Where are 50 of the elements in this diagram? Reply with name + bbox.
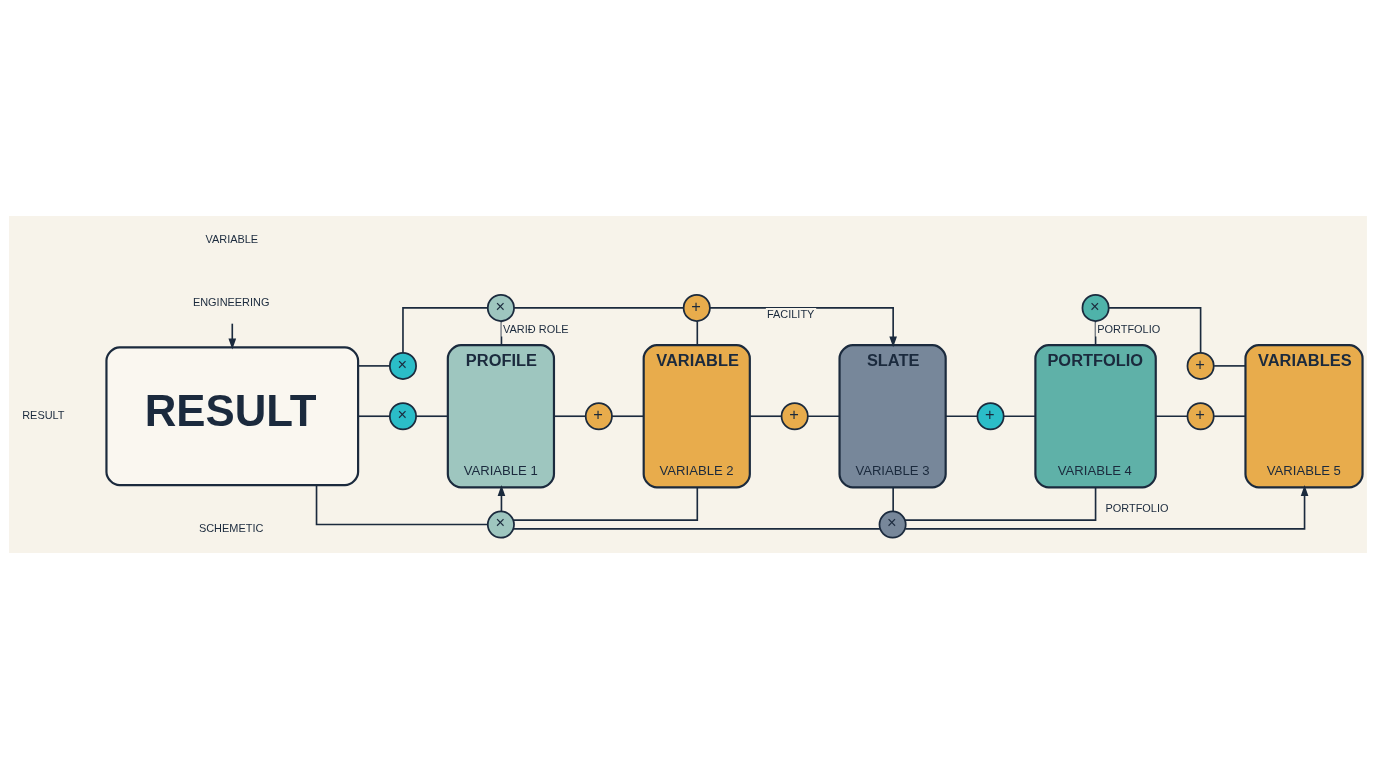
connector (402, 306, 489, 354)
connector (415, 414, 449, 417)
node-circle: + (1186, 351, 1215, 380)
connector (1213, 414, 1246, 417)
connector (1094, 319, 1097, 346)
connector (357, 414, 391, 417)
node-box: PORTFOLIO VARIABLE 4 (1034, 343, 1157, 488)
node-box: RESULT (105, 345, 360, 486)
node-circle: + (976, 401, 1005, 430)
node-circle: × (878, 510, 907, 539)
connector (611, 414, 645, 417)
connector (807, 414, 841, 417)
node-box: VARIABLES VARIABLE 5 (1244, 343, 1364, 488)
label: SCHEMETIC (198, 521, 264, 534)
connector (892, 486, 894, 512)
node-circle: × (388, 351, 417, 380)
connector (696, 319, 699, 346)
connector (945, 414, 979, 417)
edge-label: FACILITY (766, 307, 815, 320)
node-circle: + (584, 401, 613, 430)
node-text: ENGINEERING (192, 295, 270, 308)
connector (512, 527, 881, 530)
node-circle: × (1081, 293, 1110, 322)
connector (749, 414, 783, 417)
node-circle: × (486, 293, 515, 322)
node-box: PROFILE VARIABLE 1 (446, 343, 556, 488)
node-box: SLATE VARIABLE 3 (838, 343, 947, 488)
node-circle: × (388, 401, 417, 430)
arrow (228, 322, 237, 350)
connector (512, 486, 699, 521)
connector (357, 364, 391, 367)
edge-label: VARIÐ ROLE (503, 322, 569, 335)
node-box: VARIABLE VARIABLE 2 (642, 343, 751, 488)
connector (1213, 364, 1246, 367)
connector (1003, 414, 1037, 417)
connector (904, 486, 1097, 521)
edge-label: PORTFOLIO (1097, 322, 1161, 335)
connector (1108, 306, 1202, 354)
node-circle: + (780, 401, 809, 430)
connector (1154, 414, 1189, 417)
label: RESULT (22, 408, 65, 421)
node-circle: + (1186, 401, 1215, 430)
edge-label: PORTFOLIO (1105, 501, 1169, 514)
connector (513, 306, 684, 309)
label: VARIABLE (205, 232, 259, 245)
arrow (904, 484, 1309, 530)
node-circle: × (486, 510, 515, 539)
connector (553, 414, 587, 417)
node-circle: + (682, 293, 711, 322)
connector (315, 484, 489, 525)
